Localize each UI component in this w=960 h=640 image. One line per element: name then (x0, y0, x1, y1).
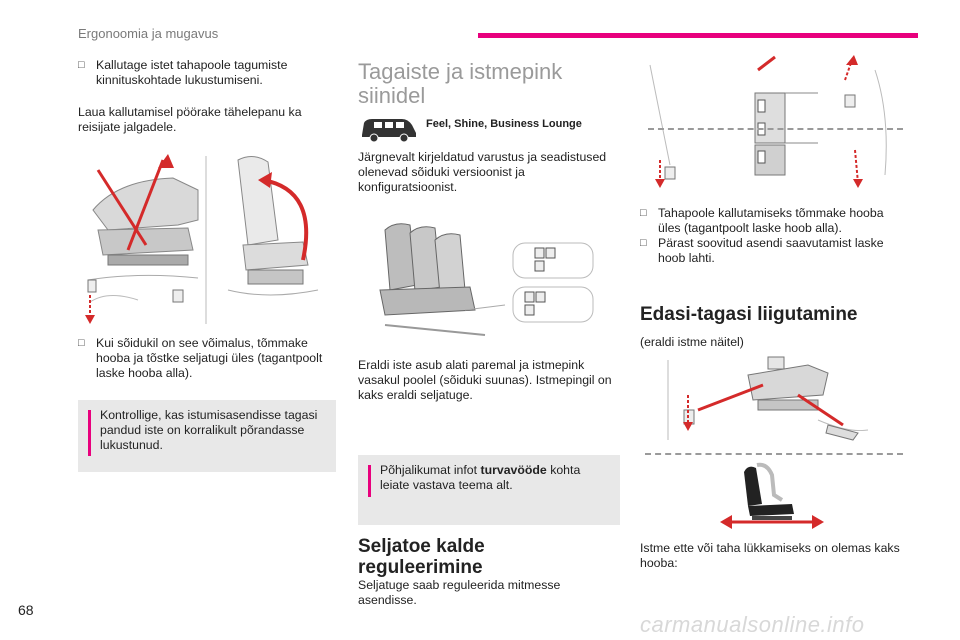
bench-and-seat-drawing (379, 223, 506, 336)
note-accent-bar (88, 410, 91, 456)
seat-slide-lever-illustration (667, 356, 869, 441)
watermark: carmanualsonline.info (640, 612, 865, 637)
double-arrow-icon (720, 515, 824, 529)
dashed-divider (648, 128, 903, 130)
col1-bullet-1: □ Kallutage istet tahapoole tagumiste ki… (78, 58, 288, 87)
dashed-divider (645, 453, 903, 455)
seat-silhouette-drawing (744, 462, 794, 520)
upright-seat-drawing (172, 156, 319, 303)
header-accent-bar (478, 33, 918, 38)
section-heading: Tagaiste ja istmepink siinidel (358, 59, 563, 108)
van-layout-top-view-2 (512, 286, 594, 323)
trim-versions-row: Feel, Shine, Business Lounge (358, 115, 620, 145)
bullet-square-icon: □ (640, 207, 647, 219)
section-title: Ergonoomia ja mugavus (78, 26, 219, 41)
col2-h2-paragraph: Seljatuge saab reguleerida mitmesse asen… (358, 578, 561, 607)
van-layout-top-view-1 (512, 242, 594, 279)
col3-bullet-1: □ Tahapoole kallutamiseks tõmmake hooba … (640, 206, 884, 235)
red-arrows-icon (85, 154, 174, 324)
bullet-square-icon: □ (78, 59, 85, 71)
subsection-heading-slide: Edasi-tagasi liigutamine (640, 304, 858, 325)
subsection-heading-backrest: Seljatoe kalde reguleerimine (358, 536, 485, 578)
col2-paragraph: Eraldi iste asub alati paremal ja istmep… (358, 358, 612, 402)
col2-intro: Järgnevalt kirjeldatud varustus ja seadi… (358, 150, 607, 194)
red-arrows-icon (683, 383, 844, 431)
bullet-square-icon: □ (640, 237, 647, 249)
page-number: 68 (18, 602, 34, 618)
col3-subtitle: (eraldi istme näitel) (640, 335, 744, 349)
col1-paragraph: Laua kallutamisel pöörake tähelepanu ka … (78, 105, 302, 134)
note-accent-bar (368, 465, 371, 497)
col2-info-note: Põhjalikumat infot turvavööde kohta leia… (358, 455, 620, 525)
col1-bullet-2: □ Kui sõidukil on see võimalus, tõmmake … (78, 336, 323, 380)
col3-paragraph: Istme ette või taha lükkamiseks on olema… (640, 541, 900, 570)
seat-tilt-illustration (85, 154, 319, 324)
seat-side-view-drawing (667, 356, 869, 441)
col3-bullet-2: □ Pärast soovitud asendi saavutamist las… (640, 236, 884, 265)
lever-detail-drawings (649, 64, 887, 180)
seat-top-view-drawing (754, 92, 818, 176)
backrest-lever-illustration (649, 55, 887, 188)
note-text: Põhjalikumat infot turvavööde kohta leia… (380, 463, 581, 492)
seat-slide-direction-illustration (720, 462, 824, 529)
rear-seats-illustration (379, 223, 594, 336)
van-icon (362, 119, 416, 143)
trim-list: Feel, Shine, Business Lounge (426, 118, 582, 130)
red-arrows-icon (655, 55, 863, 188)
bullet-square-icon: □ (78, 337, 85, 349)
col1-info-note: Kontrollige, kas istumisasendisse tagasi… (78, 400, 336, 472)
